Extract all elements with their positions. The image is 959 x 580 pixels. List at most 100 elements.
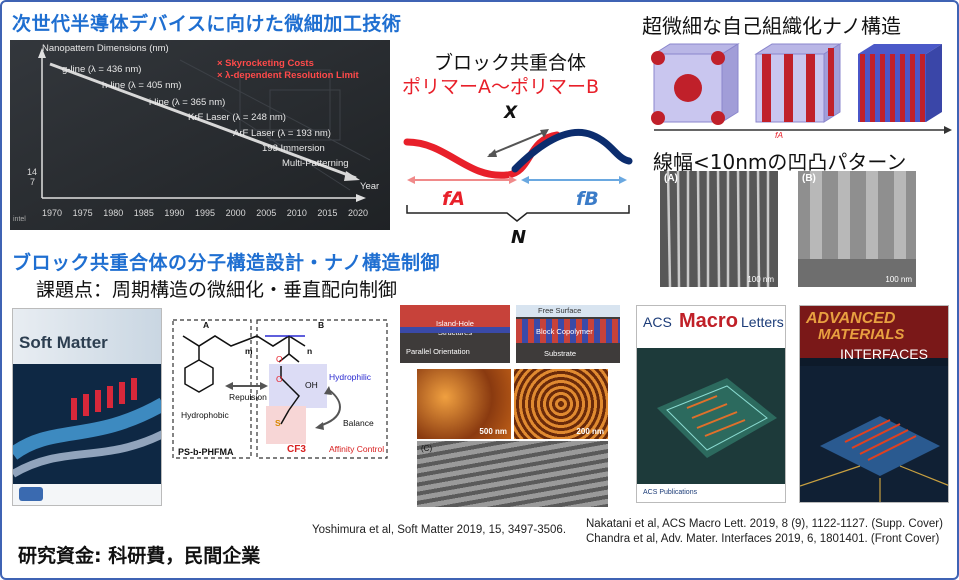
afm-scale-200: 200 nm: [576, 427, 604, 436]
perpendicular-schematic: Free Surface Block Copolymer Substrate: [516, 305, 620, 363]
roadmap-krf: KrF Laser (λ = 248 nm): [188, 112, 286, 123]
parallel-label: Parallel Orientation: [406, 347, 470, 356]
soft-matter-title: Soft Matter: [19, 333, 108, 352]
atom-oh: OH: [305, 380, 318, 390]
hydrophobic-label: Hydrophobic: [181, 410, 229, 420]
roadmap-xlabel: Year: [360, 181, 380, 192]
ami-cover-art: [800, 366, 948, 502]
atom-o2: O: [276, 374, 283, 384]
afm-image-500nm: 500 nm: [417, 369, 511, 439]
roadmap-year-tick: 1990: [164, 208, 185, 218]
hydrophilic-label: Hydrophilic: [329, 372, 372, 382]
sem-a-scale: 100 nm: [747, 275, 774, 284]
cover-header-band: [13, 309, 161, 364]
roadmap-immersion: 193 Immersion: [262, 143, 325, 154]
balance-label: Balance: [343, 418, 374, 428]
roadmap-ytitle: Nanopattern Dimensions (nm): [42, 43, 169, 54]
issue-caption: 課題点：周期構造の微細化・垂直配向制御: [36, 279, 398, 301]
sem-image-b: (B) 100 nm: [798, 171, 916, 287]
ami-header: [800, 306, 948, 358]
roadmap-y14: 14: [27, 167, 38, 177]
reference-nakatani: Nakatani et al, ACS Macro Lett. 2019, 8 …: [586, 518, 943, 530]
block-a-label: A: [203, 320, 210, 330]
roadmap-arf: ArF Laser (λ = 193 nm): [233, 128, 331, 139]
roadmap-iline: i-line (λ = 365 nm): [149, 97, 226, 108]
roadmap-year-tick: 1980: [103, 208, 124, 218]
roadmap-year-tick: 2010: [286, 208, 307, 218]
substrate-label: Substrate: [544, 349, 577, 358]
main-title: 次世代半導体デバイスに向けた微細加工技術: [12, 13, 402, 35]
intel-logo: intel: [13, 216, 26, 223]
afm-image-200nm: 200 nm: [514, 369, 608, 439]
bcp-chain-diagram: [403, 128, 633, 222]
bcp-fb-label: fB: [576, 188, 599, 210]
sem-b-scale: 100 nm: [885, 275, 912, 284]
roadmap-year-tick: 2015: [317, 208, 338, 218]
roadmap-year-tick: 1975: [72, 208, 93, 218]
atom-o1: O: [276, 354, 283, 364]
roadmap-cost-note: × Skyrocketing Costs: [217, 58, 314, 69]
parallel-schematic: Island-Hole Structures Parallel Orientat…: [400, 305, 510, 363]
group-cf3: CF3: [287, 444, 306, 455]
afm-scale-500: 500 nm: [479, 427, 507, 436]
molecule-diagram: A B m n O O OH S CF3 Repulsion Hydrophob…: [169, 314, 391, 466]
roadmap-year-tick: 1995: [195, 208, 216, 218]
sem-a-pattern: [660, 170, 778, 288]
section2-title: ブロック共重合体の分子構造設計・ナノ構造制御: [12, 252, 441, 274]
rsc-logo: [19, 487, 43, 501]
roadmap-multi: Multi-Patterning: [282, 158, 349, 169]
bcp-x-label: X: [504, 103, 518, 123]
sem-image-c: (C): [417, 441, 608, 507]
block-b-label: B: [318, 320, 325, 330]
roadmap-year-tick: 2020: [348, 208, 369, 218]
roadmap-year-tick: 2005: [256, 208, 277, 218]
cube-lamellae: [858, 44, 942, 122]
bcp-polymers-text: ポリマーA〜ポリマーB: [402, 76, 600, 98]
repulsion-label: Repulsion: [229, 392, 267, 402]
reference-yoshimura: Yoshimura et al, Soft Matter 2019, 15, 3…: [312, 524, 567, 536]
roadmap-y7: 7: [30, 177, 36, 187]
roadmap-graphic: [10, 40, 390, 230]
acs-letters-word: Letters: [741, 314, 784, 330]
atom-s: S: [275, 418, 281, 428]
bcp-heading: ブロック共重合体: [434, 52, 587, 74]
roadmap-year-tick: 2000: [225, 208, 246, 218]
acs-cover-art: [637, 348, 785, 484]
nanostructure-cubes: [651, 43, 952, 134]
funding-caption: 研究資金: 科研費，民間企業: [18, 545, 261, 567]
acs-word: ACS: [643, 314, 672, 330]
bcp-polymers: ポリマーA〜ポリマーB: [402, 72, 599, 99]
molecule-structure: [172, 319, 388, 459]
bcp-layer: [516, 319, 620, 343]
ami-title-advanced: ADVANCED: [806, 310, 896, 327]
ami-cover: ADVANCED MATERIALS INTERFACES: [799, 305, 949, 503]
roadmap-limit-note: × λ-dependent Resolution Limit: [217, 70, 359, 81]
subscript-m: m: [245, 346, 253, 356]
bcp-n-label: N: [511, 227, 527, 248]
sem-image-a: (A) 100 nm: [660, 170, 778, 288]
sem-b-pattern: [798, 171, 916, 287]
parallel-layer: [400, 327, 510, 333]
bcp-layer-label: Block Copolymer: [536, 327, 593, 336]
roadmap-year-tick: 1970: [42, 208, 63, 218]
affinity-label: Affinity Control: [329, 444, 385, 454]
acs-macro-letters-cover: ACS Macro Letters ACS Publications: [636, 305, 786, 503]
free-surface-band: [516, 305, 620, 317]
cube-spheres: [651, 43, 740, 125]
subscript-n: n: [307, 346, 313, 356]
sem-a-tag: (A): [664, 173, 678, 184]
lithography-roadmap-chart: Nanopattern Dimensions (nm) × Skyrocketi…: [10, 40, 390, 230]
fa-axis-label: fA: [775, 130, 784, 140]
sem-c-tag: (C): [421, 444, 433, 453]
bcp-fa-label: fA: [442, 188, 465, 210]
roadmap-gline: g-line (λ = 436 nm): [62, 64, 142, 75]
acs-publications: ACS Publications: [643, 489, 698, 496]
soft-matter-cover: Soft Matter: [12, 308, 162, 506]
roadmap-hline: h-line (λ = 405 nm): [102, 80, 182, 91]
ami-title-interfaces: INTERFACES: [840, 346, 928, 362]
island-layer: [400, 305, 510, 327]
ami-title-materials: MATERIALS: [818, 326, 905, 343]
sem-b-tag: (B): [802, 173, 816, 184]
line-width-caption: 線幅<10nmの凹凸パターン: [653, 150, 907, 174]
